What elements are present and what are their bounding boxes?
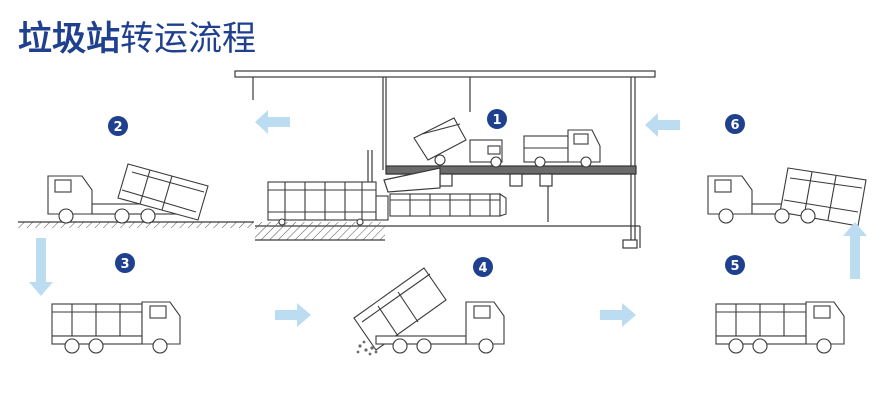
number-badge-icon: [725, 114, 745, 134]
step-badge-4: 4: [473, 257, 493, 277]
step-number: 6: [730, 118, 739, 133]
arrow-down-icon: [29, 238, 53, 296]
truck-step-3: [51, 301, 181, 354]
number-badge-icon: [725, 255, 745, 275]
station-building: [234, 70, 656, 249]
compactor-container: [267, 181, 389, 226]
collection-truck-tipping: [413, 117, 503, 168]
truck-step-2: [47, 163, 209, 224]
step-badge-5: 5: [725, 255, 745, 275]
ground-hatch: [255, 222, 385, 240]
ground-line-left: [18, 222, 254, 228]
number-badge-icon: [108, 116, 128, 136]
step-number: 2: [113, 120, 122, 135]
number-badge-icon: [487, 109, 507, 129]
title-regular: 转运流程: [120, 19, 256, 59]
step-number: 5: [730, 259, 739, 274]
step-number: 4: [478, 261, 487, 276]
truck-step-4: [353, 267, 505, 354]
step-badge-2: 2: [108, 116, 128, 136]
truck-step-6: [707, 167, 867, 227]
compactor-press: [389, 192, 507, 217]
number-badge-icon: [115, 253, 135, 273]
arrow-right-icon: [275, 303, 311, 327]
step-badge-6: 6: [725, 114, 745, 134]
collection-truck-parked: [523, 129, 601, 168]
arrow-left-icon: [255, 110, 290, 134]
page-title: 垃圾站转运流程: [18, 14, 256, 64]
step-number: 1: [492, 113, 501, 128]
arrow-right-icon: [600, 303, 636, 327]
step-badge-3: 3: [115, 253, 135, 273]
arrow-up-icon: [843, 222, 867, 279]
step-number: 3: [120, 257, 129, 272]
dumped-waste: [356, 340, 378, 356]
title-bold: 垃圾站: [18, 19, 120, 59]
step-badge-1: 1: [487, 109, 507, 129]
truck-step-5: [715, 301, 845, 354]
arrow-left-icon: [645, 113, 680, 137]
number-badge-icon: [473, 257, 493, 277]
